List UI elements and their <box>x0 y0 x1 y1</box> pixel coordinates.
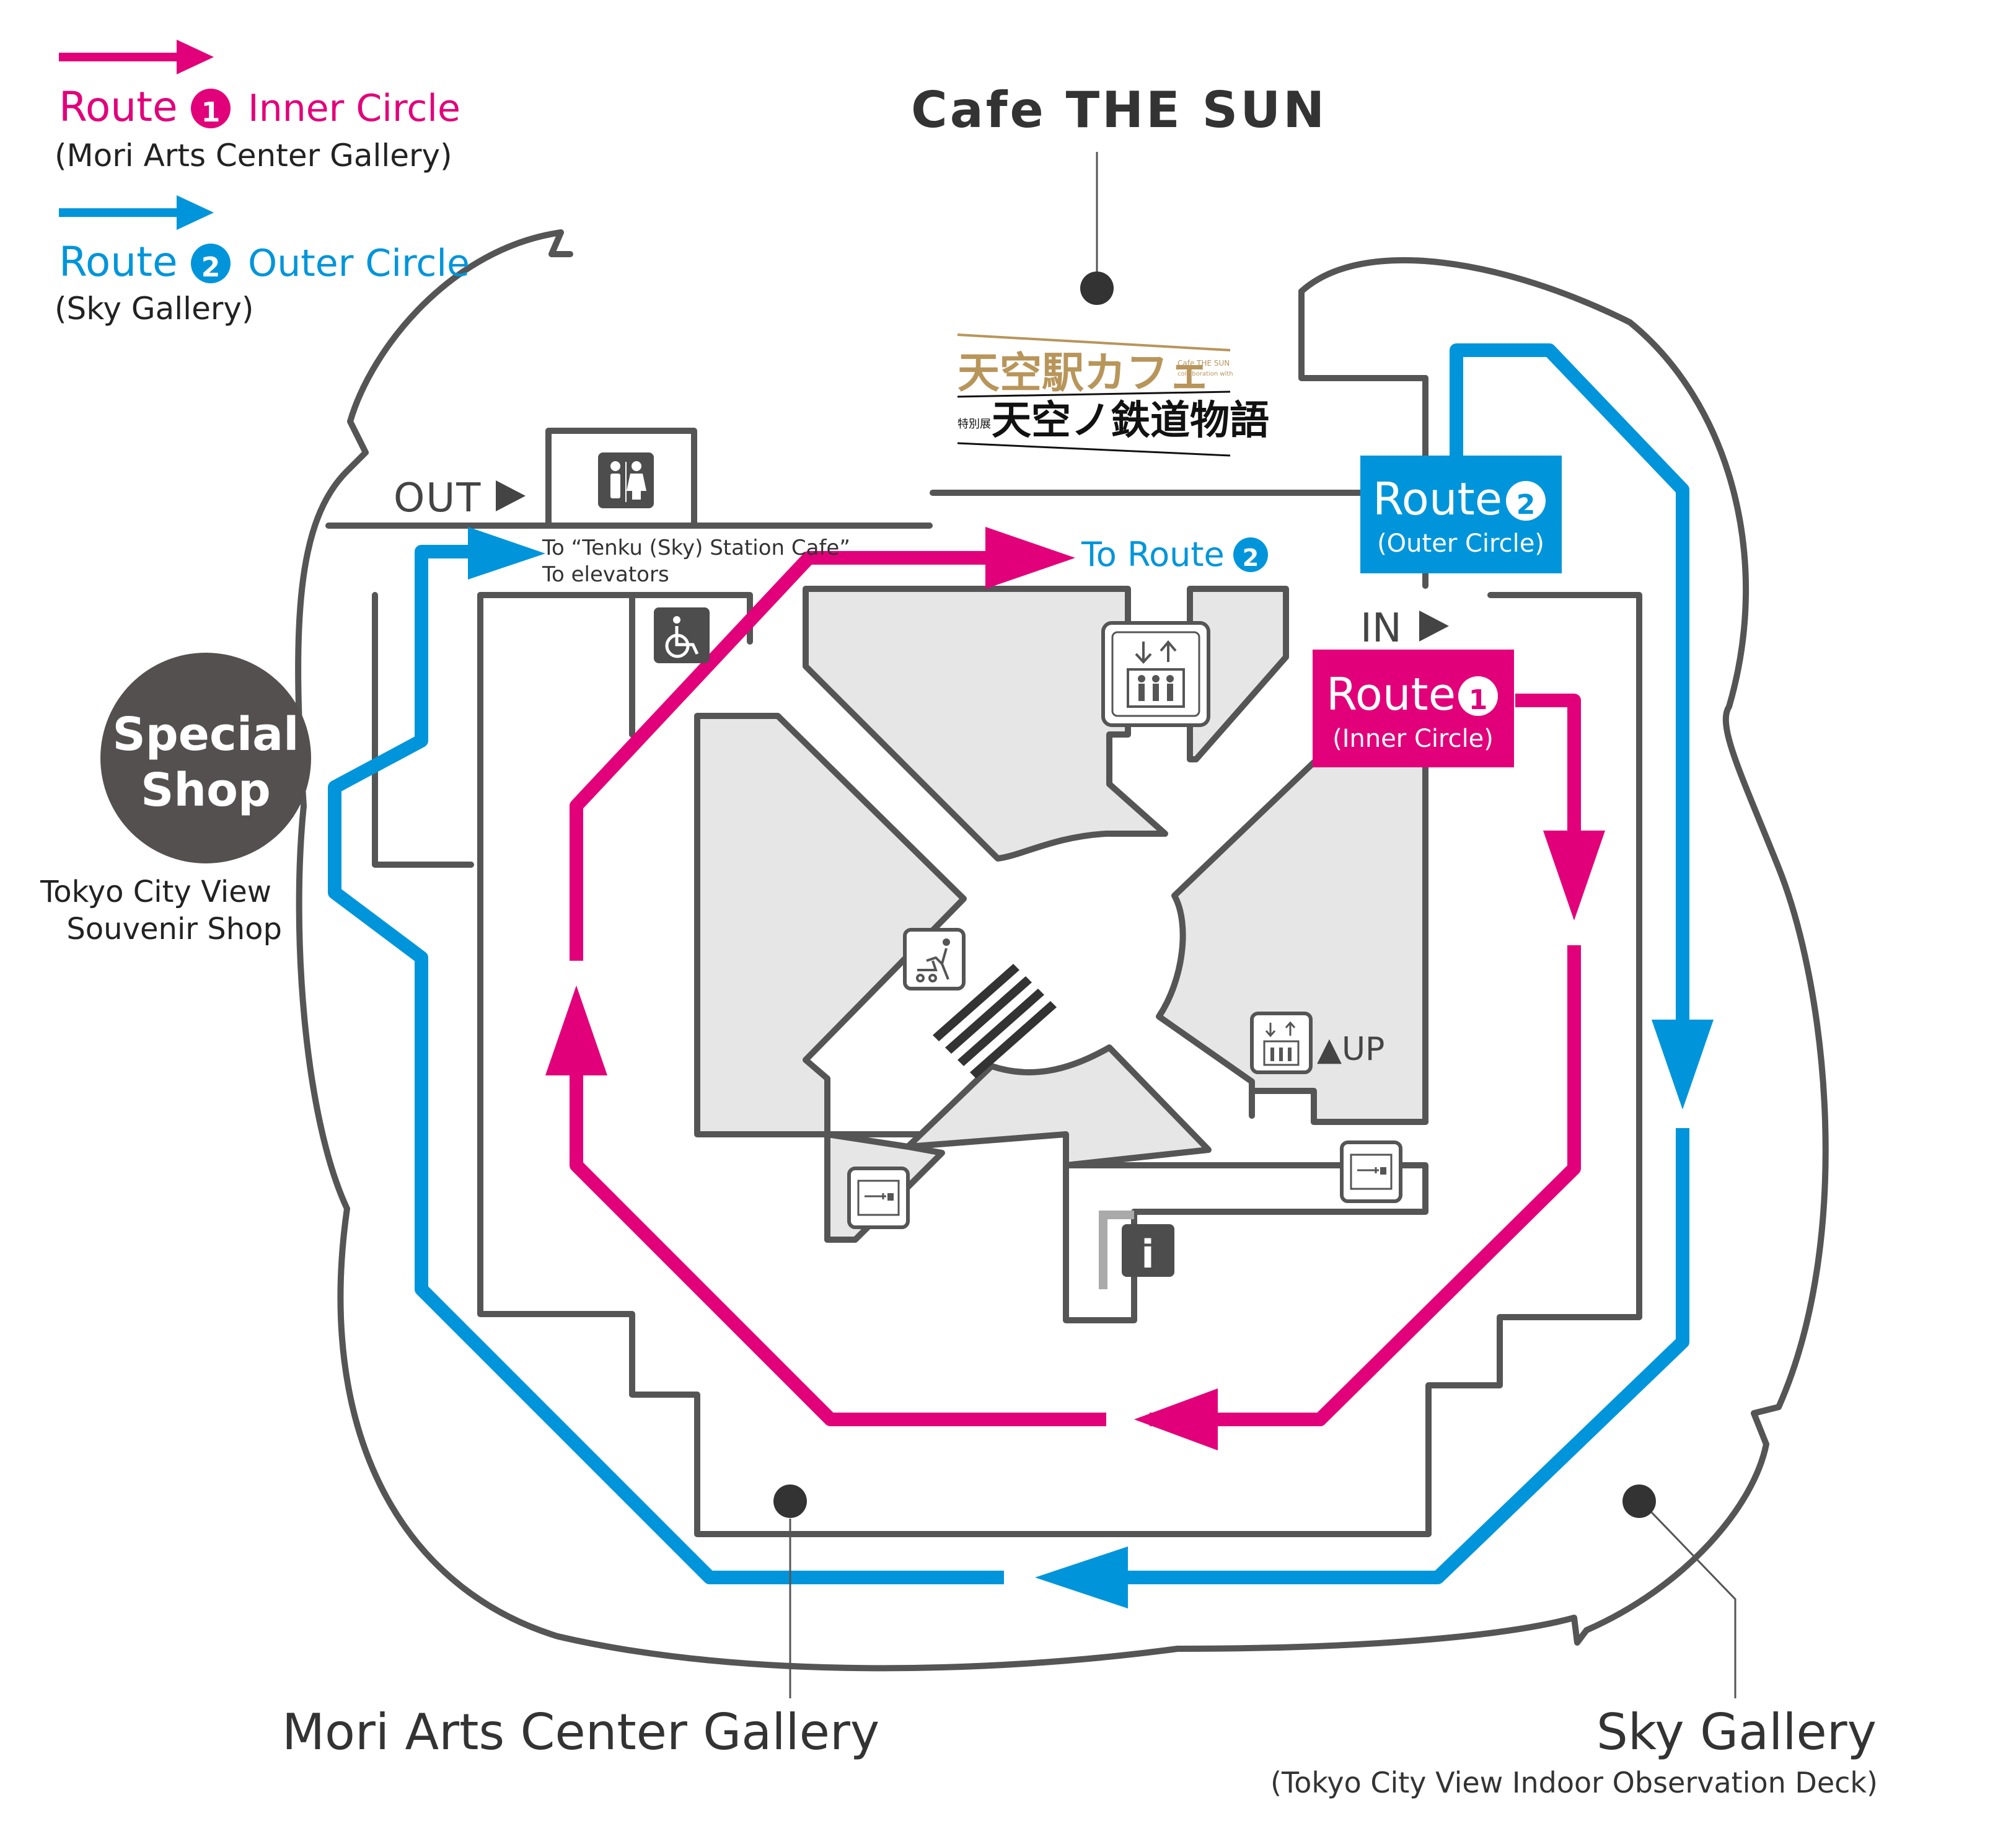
legend-route2-sub: (Sky Gallery) <box>55 291 253 327</box>
building-outline <box>295 229 1829 1672</box>
special-shop-line2: Shop <box>141 764 271 817</box>
core-block-topright <box>1187 586 1289 762</box>
route2-arrow-right-top <box>468 527 545 580</box>
souvenir-line1: Tokyo City View <box>40 875 271 909</box>
route2-badge-number: 2 <box>1516 489 1536 521</box>
route1-arrow-up <box>545 986 607 1075</box>
up-label: ▲UP <box>1317 1031 1384 1068</box>
legend-route1-number: 1 <box>201 97 221 128</box>
in-arrow-icon <box>1419 611 1449 642</box>
out-label: OUT <box>394 475 482 521</box>
in-label: IN <box>1360 606 1402 651</box>
sky-gallery-dot <box>1622 1484 1656 1518</box>
route1-path-d <box>570 551 998 961</box>
route1-arrow-left <box>1134 1388 1218 1450</box>
cafe-logo-small: Cafe THE SUN <box>1177 359 1230 368</box>
cafe-logo-line1: 天空駅カフェ <box>957 349 1210 398</box>
legend-route1-word: Route <box>59 83 178 131</box>
route1-path-b <box>1150 945 1581 1426</box>
to-cafe-line1: To “Tenku (Sky) Station Cafe” <box>542 536 850 560</box>
route2-arrow-down <box>1652 1020 1714 1109</box>
special-shop-circle <box>100 653 311 863</box>
cafe-logo-line2: 天空ノ鉄道物語 <box>992 398 1269 444</box>
to-route2-number-badge <box>1233 537 1268 572</box>
route1-badge-number-badge <box>1458 676 1498 716</box>
route1-path-a <box>1515 694 1581 843</box>
core-block-top <box>803 586 1168 862</box>
legend-route1-number-badge <box>191 89 231 128</box>
out-arrow-icon <box>496 480 526 511</box>
to-route2-text: To Route <box>1081 535 1225 574</box>
wall-left-main <box>477 592 1642 1537</box>
souvenir-line2: Souvenir Shop <box>66 912 282 946</box>
information-icon-glyph: i <box>1141 1232 1154 1277</box>
route1-arrow-down <box>1543 831 1605 920</box>
escalator-icon <box>933 964 1057 1079</box>
legend-route2-number: 2 <box>201 252 221 283</box>
outline-notch-top <box>548 229 573 257</box>
locker-icon <box>847 1167 910 1229</box>
locker-icon-right <box>1340 1140 1402 1203</box>
route2-path-c <box>328 545 1004 1584</box>
cafe-location-dot <box>1080 271 1114 305</box>
special-shop-line1: Special <box>113 708 299 761</box>
route2-path-b <box>1125 1128 1689 1584</box>
route2-arrow-left <box>1035 1546 1128 1608</box>
route2-badge-number-badge <box>1506 481 1546 521</box>
core-block-right <box>1156 759 1428 1125</box>
legend-route2-arrowhead <box>177 195 214 230</box>
route1-path-c <box>570 1069 1106 1426</box>
sky-gallery-label: Sky Gallery <box>1596 1703 1877 1761</box>
elevator-icon <box>1101 621 1210 727</box>
svg-text:Route: Route <box>59 83 178 131</box>
route2-path-a <box>1450 343 1689 1023</box>
elevator-icon-small <box>1250 1012 1313 1074</box>
core-block-left <box>694 713 967 1137</box>
legend-route2-number-badge <box>191 244 231 283</box>
legend-route2-word: Route <box>59 238 178 286</box>
cafe-logo: 天空駅カフェ Cafe THE SUN collaboration with 特… <box>957 333 1269 457</box>
core-block-bottom <box>905 1044 1212 1168</box>
route1-badge-number: 1 <box>1469 684 1488 716</box>
route1-badge-word: Route <box>1326 668 1456 720</box>
legend-route1-name: Inner Circle <box>248 87 460 130</box>
wall-restroom <box>545 428 697 529</box>
mori-gallery-dot <box>773 1484 807 1518</box>
legend-route1-arrowhead <box>177 40 214 74</box>
cafe-logo-small2: collaboration with <box>1177 371 1233 377</box>
route1-badge-sub: (Inner Circle) <box>1332 725 1494 753</box>
route2-badge-sub: (Outer Circle) <box>1377 529 1544 558</box>
legend-route2-name: Outer Circle <box>248 242 470 285</box>
information-icon <box>1122 1224 1174 1277</box>
legend-route1-sub: (Mori Arts Center Gallery) <box>55 138 452 174</box>
wall-bottom-right-room <box>824 1131 1428 1243</box>
mori-gallery-label: Mori Arts Center Gallery <box>282 1703 879 1761</box>
to-cafe-line2: To elevators <box>542 562 669 587</box>
cafe-logo-line2-prefix: 特別展 <box>957 418 991 431</box>
route1-arrow-right <box>985 527 1075 589</box>
cafe-title: Cafe THE SUN <box>911 81 1327 139</box>
route2-badge-word: Route <box>1373 473 1502 525</box>
wall-left-upper <box>372 592 474 868</box>
sky-gallery-sub: (Tokyo City View Indoor Observation Deck… <box>1270 1766 1878 1799</box>
info-bracket <box>1099 1211 1134 1289</box>
sky-gallery-leader <box>1650 1511 1736 1698</box>
to-route2-number: 2 <box>1243 544 1259 571</box>
